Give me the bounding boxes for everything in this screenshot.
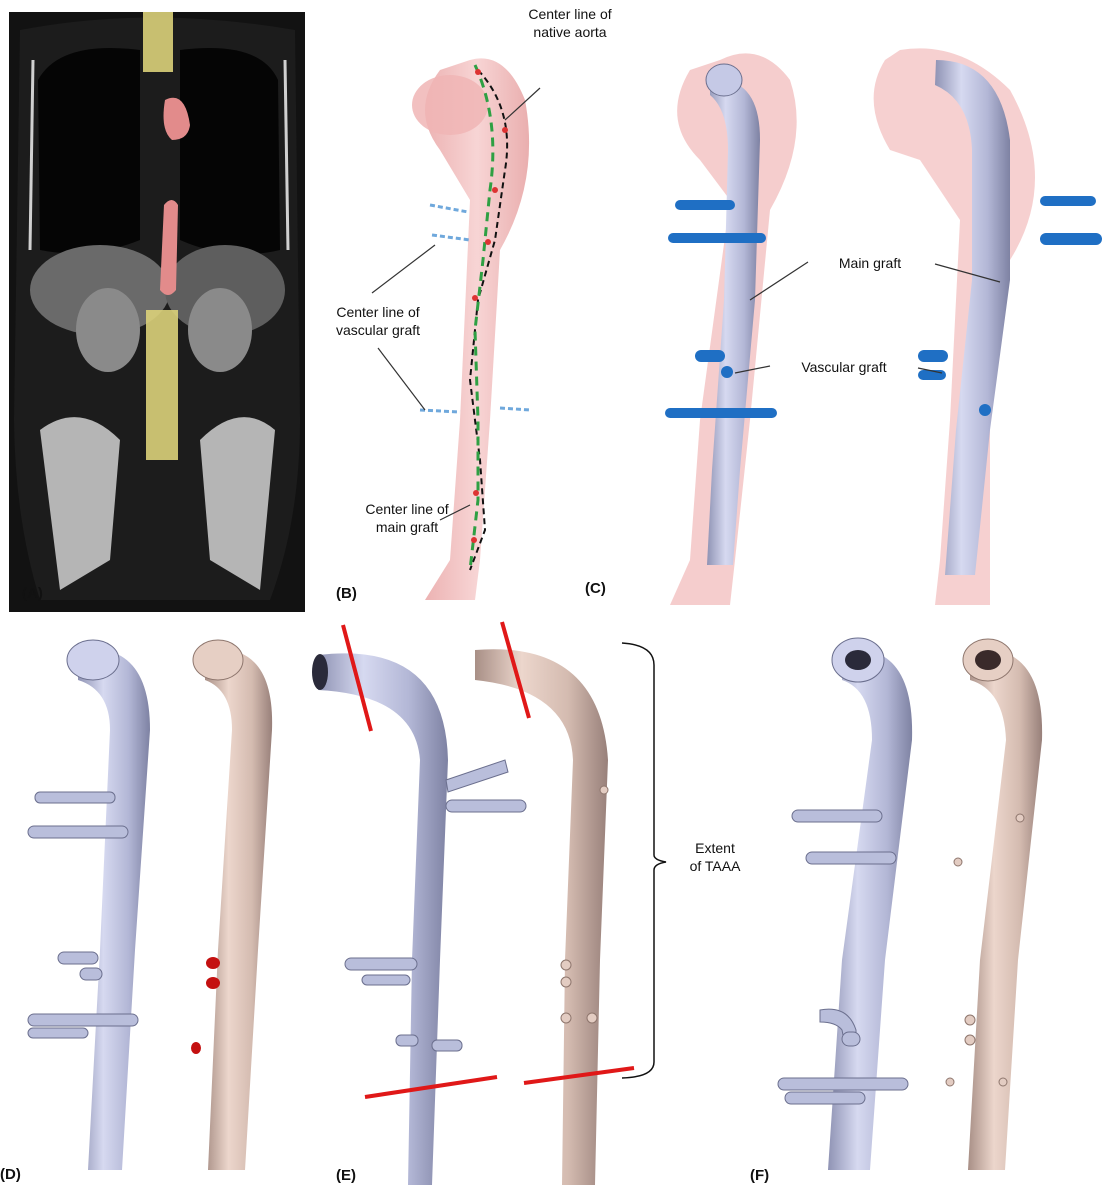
label-native-aorta-2: native aorta xyxy=(533,24,606,40)
taaa-extent-bracket xyxy=(622,643,666,1078)
label-vascular-graft: Vascular graft xyxy=(801,359,886,375)
label-main-graft: Main graft xyxy=(839,255,901,271)
panel-e-label: (E) xyxy=(336,1167,356,1184)
label-extent-2: of TAAA xyxy=(690,858,742,874)
label-main-graft-cl-1: Center line of xyxy=(365,501,448,517)
panel-f-hollow-grafts: (F) xyxy=(750,638,1042,1184)
panel-a-label: (A) xyxy=(22,585,43,602)
panel-c-overlay: Main graft Vascular graft (C) xyxy=(585,48,1102,605)
label-extent-1: Extent xyxy=(695,840,735,856)
panel-e-graft-extent: Extent of TAAA (E) xyxy=(312,622,741,1185)
label-vascular-graft-cl-2: vascular graft xyxy=(336,322,420,338)
panel-d-label: (D) xyxy=(0,1166,21,1183)
panel-b-centerlines: Center line of native aorta Center line … xyxy=(336,6,612,602)
label-main-graft-cl-2: main graft xyxy=(376,519,438,535)
panel-b-label: (B) xyxy=(336,585,357,602)
label-vascular-graft-cl-1: Center line of xyxy=(336,304,419,320)
panel-a-ct-scan: (A) xyxy=(9,12,305,612)
panel-f-label: (F) xyxy=(750,1167,769,1184)
panel-c-label: (C) xyxy=(585,580,606,597)
panel-d-graft-models: (D) xyxy=(0,640,272,1183)
label-native-aorta-1: Center line of xyxy=(528,6,611,22)
